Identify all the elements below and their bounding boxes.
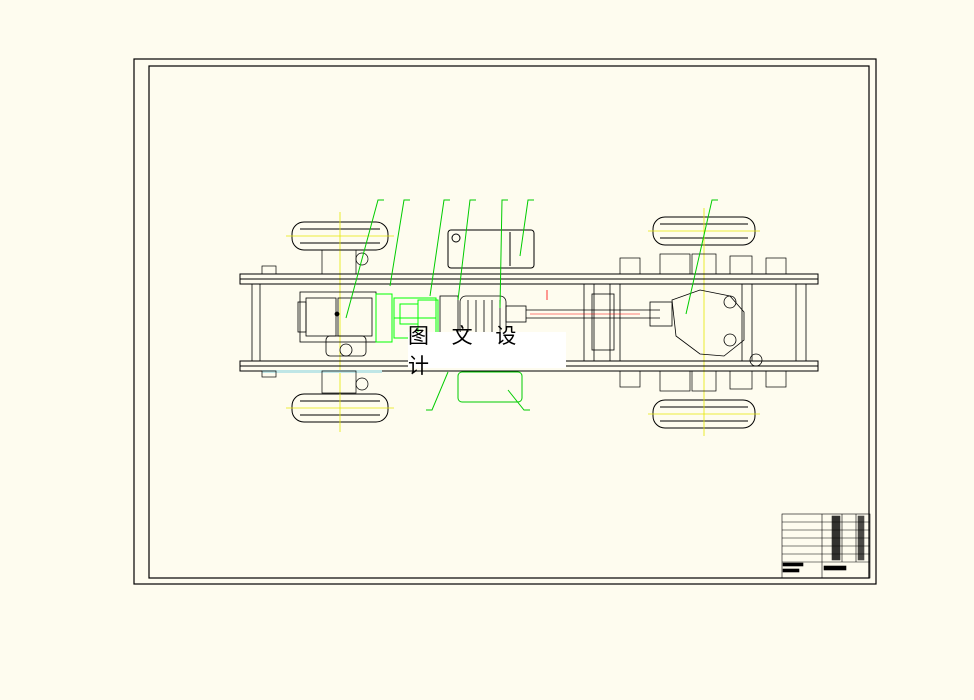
leader-lines [345, 199, 718, 411]
upper-tank [447, 229, 535, 269]
engine [297, 291, 377, 357]
title-block [781, 513, 871, 579]
rear-differential [671, 289, 763, 367]
lower-tank [457, 371, 523, 403]
cross-members [251, 283, 807, 362]
watermark-label: 图 文 设 计 [408, 324, 566, 378]
wheel-centerlines [286, 208, 760, 436]
inner-border [148, 65, 870, 579]
outer-border [133, 58, 877, 585]
drive-shaft [526, 301, 673, 327]
suspension-brackets [261, 249, 787, 394]
